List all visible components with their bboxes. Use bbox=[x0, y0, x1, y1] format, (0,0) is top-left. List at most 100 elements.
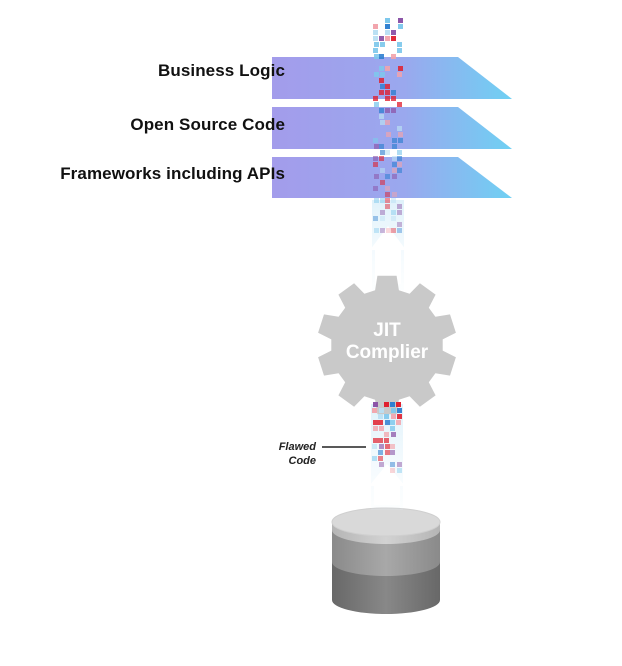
code-pixel bbox=[397, 42, 402, 47]
flawed-code-line2: Code bbox=[288, 455, 317, 467]
code-pixel bbox=[391, 36, 396, 41]
code-pixel bbox=[373, 186, 378, 191]
code-pixel bbox=[373, 138, 378, 143]
code-pixel bbox=[373, 96, 378, 101]
code-pixel bbox=[396, 420, 401, 425]
code-pixel bbox=[379, 408, 384, 413]
code-pixel bbox=[384, 438, 389, 443]
code-pixel bbox=[392, 138, 397, 143]
code-pixel bbox=[385, 90, 390, 95]
code-pixel bbox=[374, 42, 379, 47]
code-pixel bbox=[385, 174, 390, 179]
code-pixel bbox=[397, 414, 402, 419]
code-pixel bbox=[398, 24, 403, 29]
code-pixel bbox=[378, 420, 383, 425]
code-pixel bbox=[373, 216, 378, 221]
code-pixel bbox=[379, 54, 384, 59]
code-pixel bbox=[372, 444, 377, 449]
code-pixel bbox=[390, 444, 395, 449]
code-pixel bbox=[391, 108, 396, 113]
code-pixel bbox=[391, 216, 396, 221]
code-pixel bbox=[379, 114, 384, 119]
code-pixel bbox=[391, 54, 396, 59]
code-pixel bbox=[374, 228, 379, 233]
code-pixel bbox=[397, 210, 402, 215]
code-pixel bbox=[373, 48, 378, 53]
upper-arrow-icon bbox=[370, 226, 406, 284]
layer-plane-business-logic bbox=[272, 57, 512, 99]
code-pixel bbox=[390, 420, 395, 425]
code-pixel bbox=[379, 108, 384, 113]
code-pixel bbox=[385, 120, 390, 125]
code-pixel bbox=[391, 30, 396, 35]
code-pixel bbox=[372, 408, 377, 413]
code-pixel bbox=[397, 468, 402, 473]
code-pixel bbox=[397, 162, 402, 167]
code-pixel bbox=[380, 228, 385, 233]
code-pixel bbox=[390, 468, 395, 473]
code-pixel bbox=[392, 168, 397, 173]
code-pixel bbox=[379, 156, 384, 161]
code-pixel bbox=[385, 444, 390, 449]
code-pixel bbox=[380, 150, 385, 155]
code-pixel bbox=[385, 36, 390, 41]
code-pixel bbox=[380, 210, 385, 215]
code-pixel bbox=[391, 228, 396, 233]
code-pixel bbox=[380, 198, 385, 203]
code-pixel bbox=[374, 102, 379, 107]
code-pixel bbox=[396, 402, 401, 407]
code-pixel bbox=[374, 144, 379, 149]
code-pixel bbox=[391, 90, 396, 95]
code-pixel bbox=[385, 150, 390, 155]
code-pixel bbox=[391, 96, 396, 101]
lower-arrow-icon bbox=[369, 464, 405, 505]
code-pixel bbox=[373, 156, 378, 161]
code-pixel bbox=[385, 204, 390, 209]
code-pixel bbox=[391, 198, 396, 203]
code-pixel bbox=[384, 432, 389, 437]
code-pixel bbox=[390, 462, 395, 467]
code-pixel bbox=[392, 144, 397, 149]
code-pixel bbox=[379, 462, 384, 467]
code-pixel bbox=[373, 30, 378, 35]
compiler-label-line1: JIT bbox=[373, 320, 401, 341]
code-pixel bbox=[385, 24, 390, 29]
code-pixel bbox=[397, 228, 402, 233]
code-pixel bbox=[380, 42, 385, 47]
code-pixel bbox=[398, 18, 403, 23]
code-pixel bbox=[384, 414, 389, 419]
code-pixel bbox=[392, 192, 397, 197]
code-pixel bbox=[391, 414, 396, 419]
code-pixel bbox=[397, 102, 402, 107]
code-pixel bbox=[373, 426, 378, 431]
code-pixel bbox=[385, 186, 390, 191]
code-pixel bbox=[397, 72, 402, 77]
upper-data-beam bbox=[370, 200, 406, 290]
code-pixel bbox=[373, 36, 378, 41]
layer-plane-open-source bbox=[272, 107, 512, 149]
code-pixel bbox=[398, 66, 403, 71]
code-pixel bbox=[374, 174, 379, 179]
code-pixel bbox=[391, 210, 396, 215]
pixel-stream bbox=[372, 18, 403, 473]
code-pixel bbox=[390, 402, 395, 407]
code-pixel bbox=[373, 402, 378, 407]
layer-label-open-source: Open Source Code bbox=[130, 115, 285, 134]
code-pixel bbox=[385, 108, 390, 113]
code-pixel bbox=[380, 72, 385, 77]
code-pixel bbox=[392, 156, 397, 161]
code-pixel bbox=[374, 72, 379, 77]
code-pixel bbox=[380, 216, 385, 221]
code-pixel bbox=[378, 414, 383, 419]
code-pixel bbox=[397, 204, 402, 209]
code-pixel bbox=[385, 84, 390, 89]
layer-label-frameworks: Frameworks including APIs bbox=[60, 164, 285, 183]
code-pixel bbox=[397, 126, 402, 131]
code-pixel bbox=[390, 450, 395, 455]
flawed-code-label: Flawed Code bbox=[262, 440, 316, 468]
code-pixel bbox=[385, 450, 390, 455]
code-pixel bbox=[385, 30, 390, 35]
code-pixel bbox=[384, 402, 389, 407]
code-pixel bbox=[385, 192, 390, 197]
